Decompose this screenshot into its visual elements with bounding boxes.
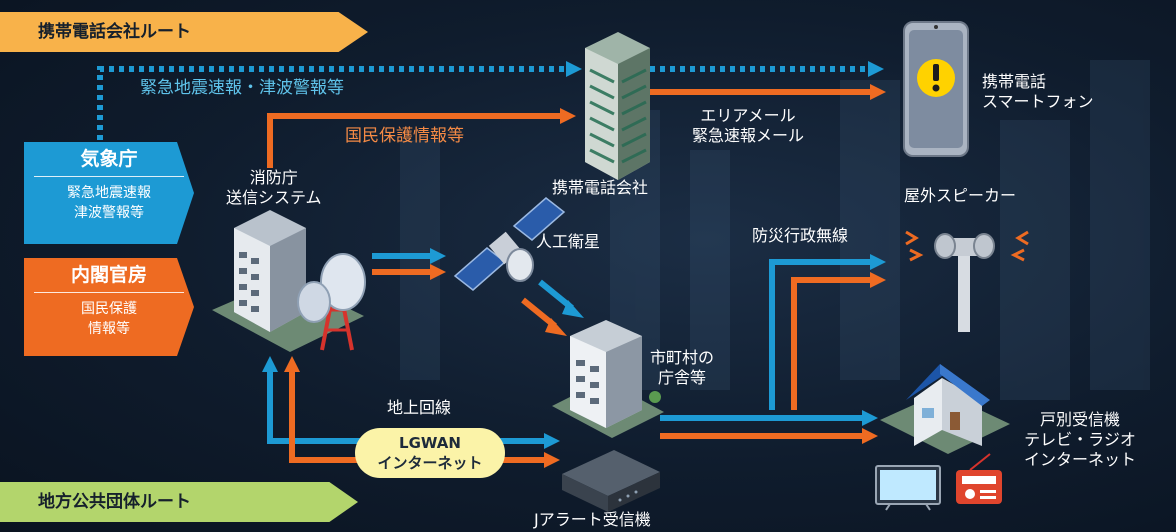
fire-agency-label: 消防庁 送信システム xyxy=(226,168,322,208)
jma-box: 気象庁 緊急地震速報 津波警報等 xyxy=(24,142,194,244)
cabinet-secretariat-box: 内閣官房 国民保護 情報等 xyxy=(24,258,194,356)
receiver-icon xyxy=(562,450,660,512)
ground-line-label: 地上回線 xyxy=(387,398,452,417)
jma-divider xyxy=(34,176,184,177)
satellite-label: 人工衛星 xyxy=(536,232,601,251)
jma-name: 気象庁 xyxy=(80,148,138,170)
jma-desc-line2: 津波警報等 xyxy=(74,205,144,221)
fire-agency-line2: 送信システム xyxy=(226,188,322,207)
cabinet-divider xyxy=(34,292,184,293)
fire-agency-building-icon xyxy=(212,210,364,352)
household-line2: テレビ・ラジオ xyxy=(1024,430,1136,449)
distribution-arrows xyxy=(660,254,886,444)
cabinet-desc-line1: 国民保護 xyxy=(81,301,137,317)
municipal-label: 市町村の 庁舎等 xyxy=(650,348,714,388)
mobile-carrier-route-tag: 携帯電話会社ルート xyxy=(0,12,368,52)
jma-desc-line1: 緊急地震速報 xyxy=(67,185,151,201)
jma-description: 緊急地震速報 津波警報等 xyxy=(24,177,194,223)
speaker-icon xyxy=(905,230,1029,332)
fire-agency-line1: 消防庁 xyxy=(249,168,298,187)
quake-route-dotted xyxy=(97,61,884,140)
household-line1: 戸別受信機 xyxy=(1040,410,1121,429)
phone-label: 携帯電話 スマートフォン xyxy=(982,72,1094,112)
carrier-label: 携帯電話会社 xyxy=(552,178,649,197)
local-government-route-tag: 地方公共団体ルート xyxy=(0,482,358,522)
house-icon xyxy=(880,364,1010,454)
downlink-arrows xyxy=(521,279,584,336)
lgwan-line1: LGWAN xyxy=(399,434,461,452)
lgwan-bubble: LGWAN インターネット xyxy=(355,428,505,478)
area-mail-line1: エリアメール xyxy=(700,106,796,125)
carrier-building-icon xyxy=(585,32,650,180)
phone-line2: スマートフォン xyxy=(982,92,1094,111)
cabinet-desc-line2: 情報等 xyxy=(88,321,130,337)
municipal-line2: 庁舎等 xyxy=(658,368,707,387)
phone-line1: 携帯電話 xyxy=(982,72,1047,91)
radio-icon xyxy=(956,453,1002,504)
area-mail-line2: 緊急速報メール xyxy=(692,126,805,145)
cabinet-name: 内閣官房 xyxy=(70,264,147,286)
outdoor-speaker-label: 屋外スピーカー xyxy=(904,186,1017,205)
antenna-icon xyxy=(297,253,366,351)
smartphone-icon xyxy=(903,21,969,157)
household-line3: インターネット xyxy=(1024,450,1137,469)
municipal-building-icon xyxy=(552,320,664,438)
jalert-receiver-label: Jアラート受信機 xyxy=(534,510,651,529)
disaster-radio-label: 防災行政無線 xyxy=(752,226,849,245)
civil-protection-label: 国民保護情報等 xyxy=(345,126,464,146)
tv-icon xyxy=(875,465,941,511)
civil-protection-route xyxy=(267,84,886,168)
quake-tsunami-label: 緊急地震速報・津波警報等 xyxy=(140,78,344,98)
uplink-arrows xyxy=(372,248,446,280)
satellite-icon xyxy=(453,197,566,291)
lgwan-line2: インターネット xyxy=(377,454,483,472)
municipal-line1: 市町村の xyxy=(650,348,715,367)
cabinet-description: 国民保護 情報等 xyxy=(24,293,194,339)
household-label: 戸別受信機 テレビ・ラジオ インターネット xyxy=(1024,410,1136,470)
area-mail-label: エリアメール 緊急速報メール xyxy=(692,106,804,146)
